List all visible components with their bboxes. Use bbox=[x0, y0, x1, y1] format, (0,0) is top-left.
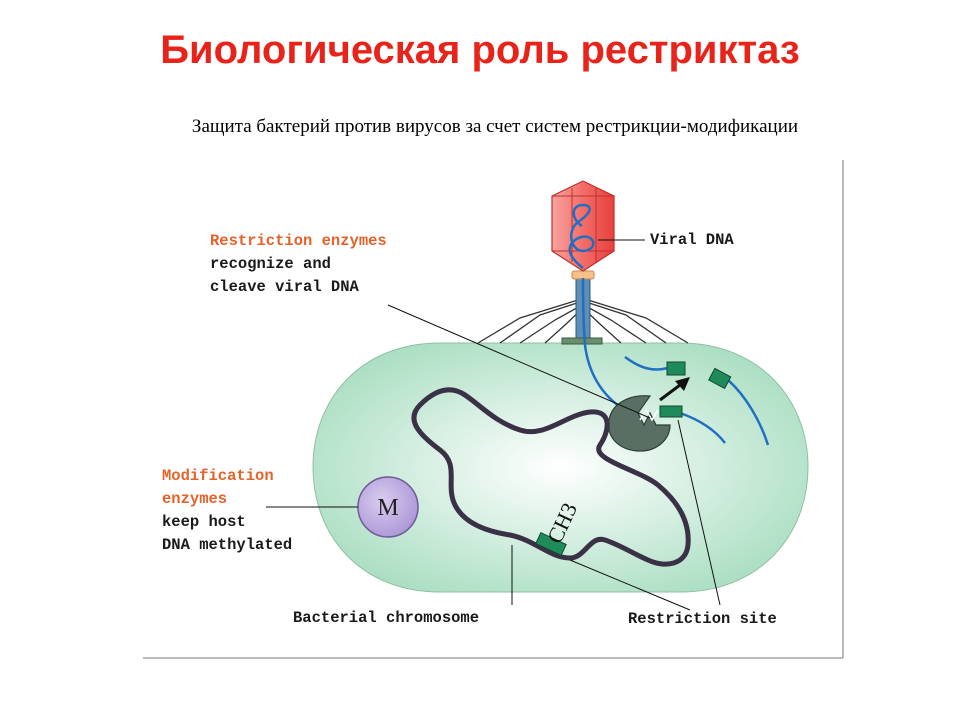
bacterial-cell bbox=[312, 342, 809, 593]
viral-restriction-site-free-2 bbox=[708, 367, 732, 390]
modification-enzymes-label: enzymes bbox=[162, 490, 228, 508]
viral-dna-fragment-3 bbox=[727, 379, 770, 446]
viral-restriction-site-cut bbox=[659, 405, 683, 418]
page-subtitle: Защита бактерий против вирусов за счет с… bbox=[191, 116, 799, 137]
modification-methylated-label: DNA methylated bbox=[162, 536, 293, 554]
modification-label: Modification bbox=[162, 467, 274, 485]
restriction-enzyme bbox=[608, 395, 671, 452]
viral-dna-fragment-1 bbox=[624, 355, 669, 371]
bacterial-chromosome-label: Bacterial chromosome bbox=[293, 609, 480, 627]
viral-dna-in-head bbox=[568, 203, 595, 269]
modification-enzyme-letter: M bbox=[377, 495, 398, 521]
modification-keep-label: keep host bbox=[162, 513, 246, 531]
release-arrow-head bbox=[675, 377, 690, 391]
restriction-recognize-label: recognize and bbox=[210, 255, 331, 273]
page-title: Биологическая роль рестриктаз bbox=[160, 28, 800, 72]
viral-restriction-site-free-1 bbox=[666, 361, 686, 376]
restriction-cleave-label: cleave viral DNA bbox=[210, 278, 359, 296]
viral-dna-fragment-2 bbox=[679, 411, 726, 444]
phage-collar bbox=[571, 270, 595, 280]
viral-dna-injected bbox=[581, 277, 626, 412]
viral-dna-label: Viral DNA bbox=[650, 231, 734, 249]
phage-baseplate bbox=[561, 337, 603, 345]
leader-lines bbox=[266, 239, 721, 611]
restriction-enzymes-label: Restriction enzymes bbox=[210, 232, 387, 250]
restriction-site-label: Restriction site bbox=[628, 610, 777, 628]
bacterial-chromosome bbox=[411, 387, 691, 567]
phage-head bbox=[551, 180, 615, 272]
chromosome-methylated-site bbox=[535, 531, 567, 557]
